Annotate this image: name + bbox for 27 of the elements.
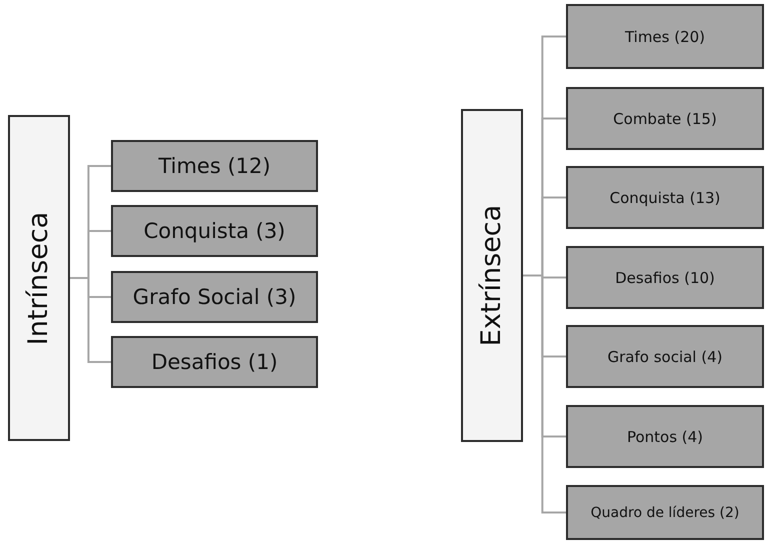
category-item-box (111, 336, 318, 388)
category-box (461, 109, 523, 442)
category-label: Desafios (1) (151, 350, 278, 374)
category-item-box (566, 87, 764, 150)
category-label: Conquista (3) (144, 219, 286, 243)
category-item-box (566, 405, 764, 468)
category-label: Times (20) (624, 28, 706, 46)
category-label: Conquista (13) (610, 188, 720, 206)
category-item-box (111, 205, 318, 257)
category-item-box (566, 485, 764, 540)
category-label: Grafo Social (3) (132, 285, 296, 309)
category-label: Times (12) (158, 154, 271, 178)
category-label: Pontos (4) (626, 428, 704, 446)
category-box (8, 115, 70, 441)
category-item-box (111, 271, 318, 323)
category-label: Desafios (10) (615, 268, 715, 286)
category-label: Grafo social (4) (608, 348, 722, 366)
category-label: Quadro de líderes (2) (590, 504, 740, 520)
category-item-box (566, 246, 764, 309)
connector-line (70, 277, 111, 363)
category-label: Intrínseca (24, 211, 54, 345)
category-label: Extrínseca (476, 204, 508, 346)
category-item-box (111, 140, 318, 192)
category-item-box (566, 325, 764, 388)
category-label: Combate (15) (613, 110, 717, 128)
category-item-box (566, 4, 764, 69)
category-item-box (566, 166, 764, 229)
